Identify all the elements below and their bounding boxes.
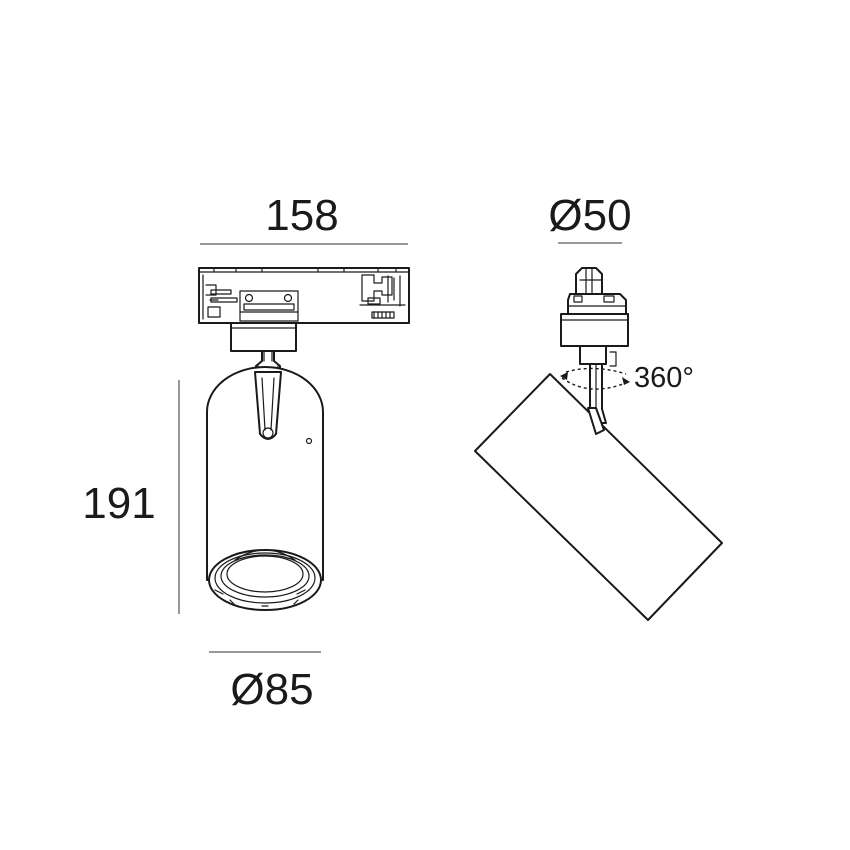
side-cylinder — [474, 373, 723, 621]
rotation-label: 360° — [634, 362, 694, 394]
cylinder-body — [206, 366, 324, 611]
track-adapter — [198, 267, 410, 324]
height-dimension-label: 191 — [82, 479, 155, 528]
front-view: 158 — [82, 191, 410, 714]
diameter-dimension-label: Ø85 — [230, 665, 313, 714]
width-dimension-label: 158 — [265, 191, 338, 240]
side-connector-block — [560, 313, 629, 347]
side-adapter — [567, 267, 627, 315]
connector-block — [230, 322, 297, 352]
side-diameter-dimension-label: Ø50 — [548, 191, 631, 240]
side-view: Ø50 360° — [474, 191, 723, 621]
rotation-indicator: 360° — [560, 362, 694, 394]
